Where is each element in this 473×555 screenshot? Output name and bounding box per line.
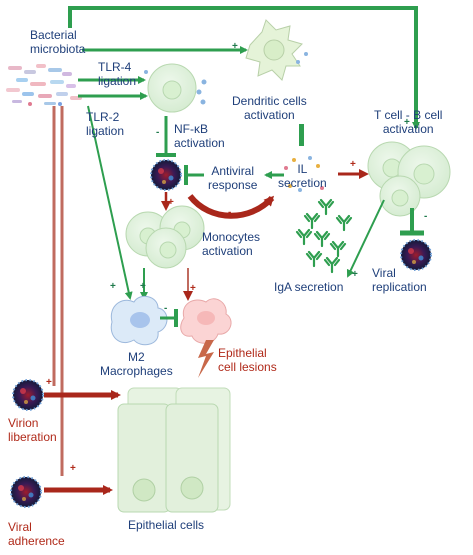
label-bacterial-microbiota: Bacterial microbiota xyxy=(30,28,86,56)
label-tlr4: TLR-4 ligation xyxy=(98,60,137,88)
label-il: IL secretion xyxy=(278,162,327,190)
epithelial-cell-icon xyxy=(117,387,231,513)
label-epithelial: Epithelial cells xyxy=(128,518,205,532)
label-nfkb: NF-κB activation xyxy=(174,122,225,150)
sign-plus-virion: + xyxy=(46,377,52,388)
sign-plus-monocytes: + xyxy=(168,197,174,208)
sign-plus-adherence: + xyxy=(70,463,76,474)
macrophage-icon xyxy=(110,295,168,346)
sign-plus-lesion: + xyxy=(190,283,196,294)
monocytes-icon xyxy=(125,205,205,269)
label-virion: Virion liberation xyxy=(8,416,57,444)
label-monocytes: Monocytes activation xyxy=(202,230,261,258)
label-iga: IgA secretion xyxy=(274,280,344,294)
curved-arrow-minus xyxy=(187,194,275,219)
sign-plus-m2: + xyxy=(110,281,116,292)
sign-plus-m2-2: + xyxy=(140,281,146,292)
adherence-virus-icon xyxy=(10,476,42,508)
lesion-cell-icon xyxy=(180,298,232,344)
sign-plus-il-tcell: + xyxy=(350,159,356,170)
label-viral-replication: Viral replication xyxy=(372,266,427,294)
line-dendritic-il xyxy=(299,124,304,146)
label-lesions: Epithelial cell lesions xyxy=(218,346,277,374)
immune-cells-top xyxy=(144,63,207,113)
virion-icon xyxy=(12,379,44,411)
dendritic-cell-icon xyxy=(245,19,308,81)
antibody-icon xyxy=(295,198,353,274)
label-dendritic: Dendritic cells activation xyxy=(232,94,307,122)
tb-cells xyxy=(367,141,451,217)
sign-plus-dendritic: + xyxy=(232,41,238,52)
sign-plus-tcell: + xyxy=(404,117,410,128)
sign-minus-replication: - xyxy=(424,211,428,222)
bacteria-icon xyxy=(6,64,82,106)
sign-minus-m2: - xyxy=(164,303,168,314)
label-tcell: T cell - B cell activation xyxy=(374,108,443,136)
line-bacteria-tcell xyxy=(68,6,420,130)
sign-minus-curve: - xyxy=(228,207,232,218)
sign-minus-nfkb: - xyxy=(156,127,160,138)
sign-plus-iga: + xyxy=(352,269,358,280)
label-antiviral: Antiviral response xyxy=(208,164,258,192)
label-tlr2: TLR-2 ligation xyxy=(86,110,125,138)
label-m2: M2 Macrophages xyxy=(100,350,173,378)
arrow-tlr2-m2 xyxy=(87,105,133,300)
lightning-icon xyxy=(198,340,214,378)
virus-icon xyxy=(150,159,182,191)
il-dots xyxy=(284,156,324,192)
arrow-tcell-iga xyxy=(346,199,385,278)
label-adherence: Viral adherence xyxy=(8,520,65,548)
